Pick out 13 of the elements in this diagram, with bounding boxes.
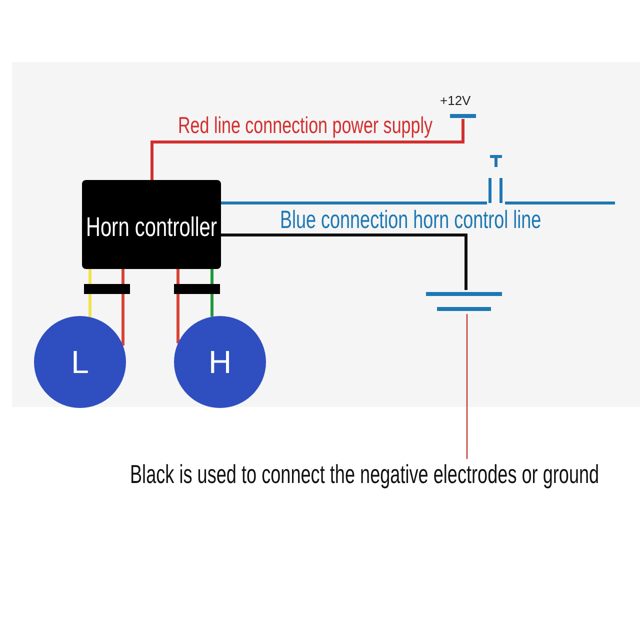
edge-label: Red line connection power supply — [178, 112, 433, 139]
wire — [88, 269, 92, 318]
controller-box: Horn controller — [82, 180, 221, 269]
leader-line — [466, 314, 468, 459]
wire — [221, 202, 487, 204]
wire — [505, 202, 615, 204]
wire — [221, 234, 468, 290]
wire — [150, 119, 464, 180]
edge-label: Blue connection horn control line — [280, 206, 542, 235]
wire — [176, 269, 180, 344]
voltage-label: +12V — [440, 93, 471, 108]
note-text: Black is used to connect the negative electrodes or ground — [130, 459, 600, 490]
wire — [122, 269, 124, 346]
